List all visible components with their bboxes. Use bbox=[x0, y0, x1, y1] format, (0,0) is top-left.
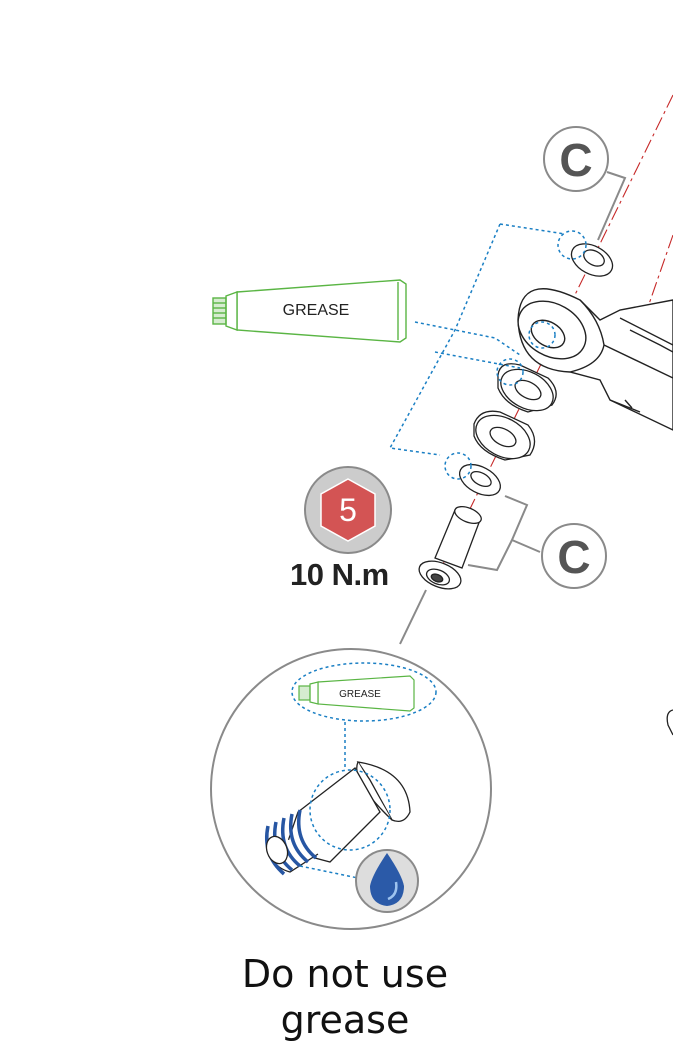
grease-tube-icon: GREASE bbox=[212, 279, 407, 343]
washer-bottom bbox=[458, 463, 502, 497]
spacer-upper bbox=[497, 363, 557, 413]
partial-part-edge bbox=[666, 709, 673, 736]
callout-c-top-label: C bbox=[559, 134, 592, 186]
torque-value: 10 N.m bbox=[290, 557, 389, 592]
callout-leaders bbox=[399, 171, 627, 645]
callout-c-bottom: C bbox=[541, 523, 607, 589]
grease-tube-label: GREASE bbox=[283, 302, 350, 319]
washer-top bbox=[570, 243, 614, 277]
grease-guides bbox=[388, 223, 587, 480]
callout-c-bottom-label: C bbox=[557, 531, 590, 583]
callout-c-top: C bbox=[543, 126, 609, 192]
swingarm-part bbox=[517, 288, 673, 431]
hex-key-size: 5 bbox=[339, 492, 357, 528]
bolt-detail bbox=[265, 761, 411, 876]
water-drop-icon bbox=[355, 849, 419, 913]
spacer-lower bbox=[473, 410, 536, 461]
detail-guides bbox=[299, 722, 391, 879]
thread-icon bbox=[265, 809, 318, 876]
no-grease-note: Do not use grease bbox=[241, 952, 449, 1042]
grease-tube-small-icon: GREASE bbox=[291, 662, 437, 722]
bolt bbox=[418, 506, 482, 590]
hex-key-icon: 5 bbox=[304, 466, 392, 554]
grease-tube-small-label: GREASE bbox=[339, 689, 381, 700]
